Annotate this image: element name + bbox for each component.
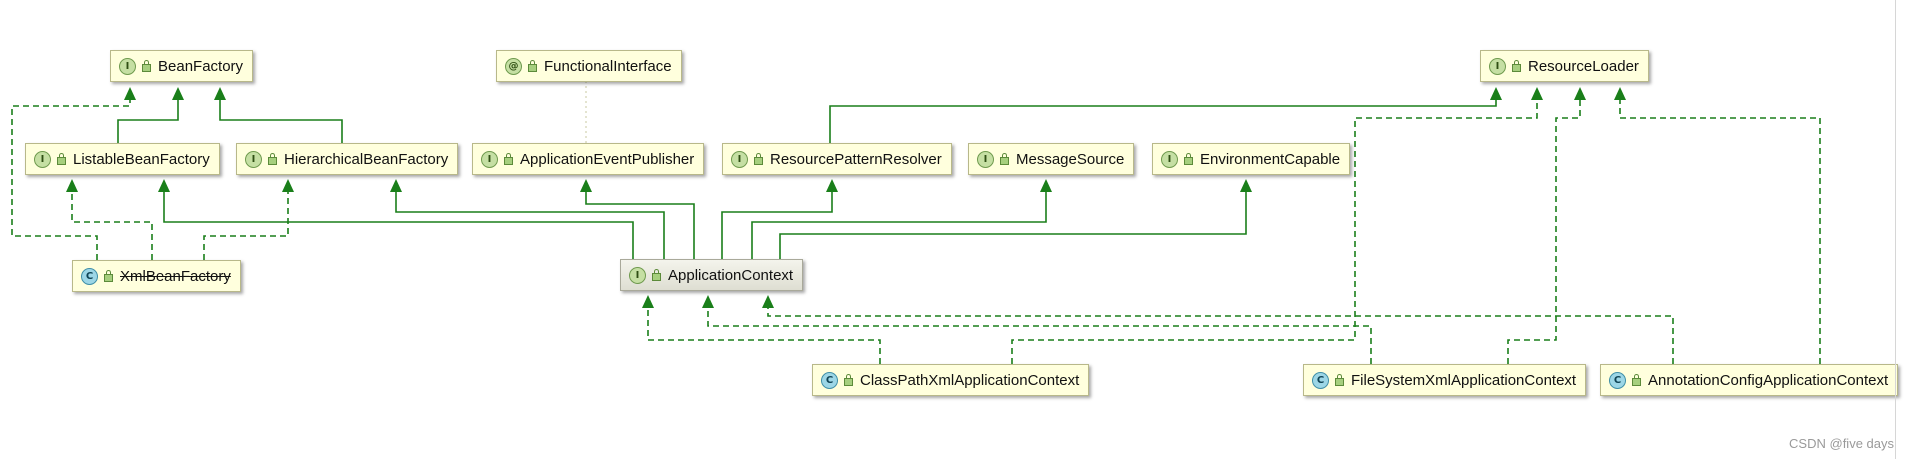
access-lock-icon (1184, 153, 1193, 165)
node-label: ClassPathXmlApplicationContext (860, 371, 1080, 389)
node-label: ResourcePatternResolver (770, 150, 942, 168)
node-label: ResourceLoader (1528, 57, 1639, 75)
arrowhead (826, 179, 838, 192)
node-label: ApplicationContext (668, 266, 794, 284)
arrowhead (66, 179, 78, 192)
edge-extends (163, 192, 634, 259)
node-label: ListableBeanFactory (73, 150, 210, 168)
node-listable-bean-factory[interactable]: I ListableBeanFactory (25, 143, 220, 175)
edge-implements (1011, 100, 1538, 364)
node-label: FileSystemXmlApplicationContext (1351, 371, 1577, 389)
arrowhead (1614, 87, 1626, 100)
node-bean-factory[interactable]: I BeanFactory (110, 50, 254, 82)
access-lock-icon (268, 153, 277, 165)
arrowhead (214, 87, 226, 100)
arrowhead (1531, 87, 1543, 100)
arrowhead (1040, 179, 1052, 192)
arrowhead (642, 295, 654, 308)
node-application-event-publisher[interactable]: I ApplicationEventPublisher (472, 143, 705, 175)
edge-implements (1619, 100, 1821, 364)
class-icon: C (821, 371, 838, 389)
arrowhead (1490, 87, 1502, 100)
edge-implements (203, 192, 289, 260)
node-label: BeanFactory (158, 57, 244, 75)
edge-extends (721, 192, 833, 259)
edge-implements (707, 308, 1372, 364)
interface-icon: I (731, 150, 748, 168)
arrowhead (1240, 179, 1252, 192)
node-label: ApplicationEventPublisher (520, 150, 695, 168)
arrowhead (172, 87, 184, 100)
node-label: MessageSource (1016, 150, 1125, 168)
node-label: EnvironmentCapable (1200, 150, 1341, 168)
class-icon: C (81, 267, 98, 285)
access-lock-icon (1512, 60, 1521, 72)
node-environment-capable[interactable]: I EnvironmentCapable (1152, 143, 1351, 175)
edge-extends (219, 100, 343, 143)
node-hierarchical-bean-factory[interactable]: I HierarchicalBeanFactory (236, 143, 459, 175)
edge-extends (829, 100, 1497, 143)
node-annotation-config-application-context[interactable]: C AnnotationConfigApplicationContext (1600, 364, 1899, 396)
node-file-system-xml-application-context[interactable]: C FileSystemXmlApplicationContext (1303, 364, 1587, 396)
scrollbar-edge (1895, 0, 1896, 459)
access-lock-icon (104, 270, 113, 282)
interface-icon: I (119, 57, 136, 75)
access-lock-icon (1000, 153, 1009, 165)
edge-implements (71, 192, 153, 260)
access-lock-icon (1335, 374, 1344, 386)
access-lock-icon (528, 60, 537, 72)
node-label: FunctionalInterface (544, 57, 672, 75)
edge-extends (779, 192, 1247, 259)
node-label: AnnotationConfigApplicationContext (1648, 371, 1889, 389)
node-label: HierarchicalBeanFactory (284, 150, 449, 168)
edge-extends (585, 192, 695, 259)
node-resource-pattern-resolver[interactable]: I ResourcePatternResolver (722, 143, 952, 175)
node-message-source[interactable]: I MessageSource (968, 143, 1135, 175)
edge-implements (767, 308, 1674, 364)
interface-icon: I (1489, 57, 1506, 75)
class-icon: C (1609, 371, 1626, 389)
arrowhead (282, 179, 294, 192)
interface-icon: I (1161, 150, 1178, 168)
arrowhead (1574, 87, 1586, 100)
node-label: XmlBeanFactory (120, 267, 231, 285)
arrowhead (124, 87, 136, 100)
interface-icon: I (629, 266, 646, 284)
arrowhead (762, 295, 774, 308)
arrowhead (580, 179, 592, 192)
edge-extends (117, 100, 179, 143)
access-lock-icon (57, 153, 66, 165)
access-lock-icon (142, 60, 151, 72)
node-class-path-xml-application-context[interactable]: C ClassPathXmlApplicationContext (812, 364, 1090, 396)
node-xml-bean-factory[interactable]: C XmlBeanFactory (72, 260, 241, 292)
access-lock-icon (754, 153, 763, 165)
arrowhead (702, 295, 714, 308)
arrowhead (158, 179, 170, 192)
watermark: CSDN @five days (1789, 436, 1894, 451)
interface-icon: I (481, 150, 498, 168)
annotation-icon: @ (505, 57, 522, 75)
class-icon: C (1312, 371, 1329, 389)
arrowhead (390, 179, 402, 192)
access-lock-icon (504, 153, 513, 165)
node-resource-loader[interactable]: I ResourceLoader (1480, 50, 1649, 82)
node-application-context[interactable]: I ApplicationContext (620, 259, 804, 291)
edge-extends (751, 192, 1047, 259)
access-lock-icon (1632, 374, 1641, 386)
interface-icon: I (977, 150, 994, 168)
node-functional-interface[interactable]: @ FunctionalInterface (496, 50, 682, 82)
edge-implements (11, 100, 131, 260)
interface-icon: I (34, 150, 51, 168)
edge-implements (647, 308, 881, 364)
access-lock-icon (652, 269, 661, 281)
interface-icon: I (245, 150, 262, 168)
edge-implements (1507, 100, 1581, 364)
access-lock-icon (844, 374, 853, 386)
edge-extends (395, 192, 665, 259)
